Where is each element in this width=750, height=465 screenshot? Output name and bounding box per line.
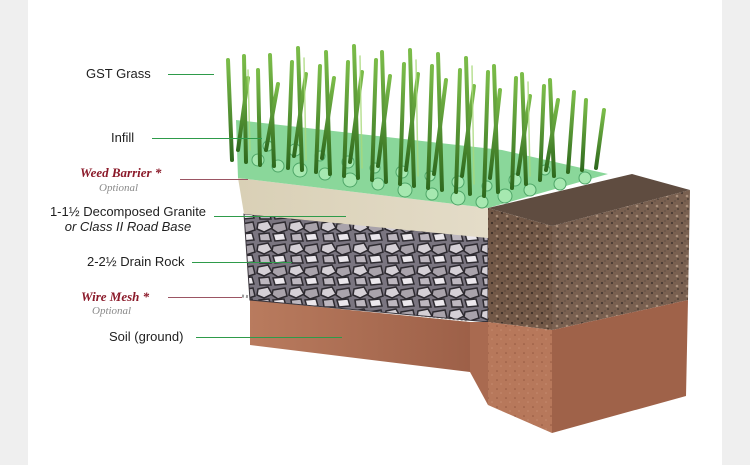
soil-leader-line — [196, 337, 342, 338]
label-soil: Soil (ground) — [109, 329, 183, 345]
soil-block-front — [488, 322, 552, 433]
label-weed-barrier-optional: Optional — [99, 182, 138, 194]
label-granite-line2: or Class II Road Base — [48, 219, 208, 235]
grass-leader-line — [168, 74, 214, 75]
soil-front-extension — [470, 322, 488, 405]
label-wire-mesh: Wire Mesh * — [81, 289, 149, 305]
label-weed-barrier: Weed Barrier * — [80, 165, 161, 181]
label-infill: Infill — [111, 130, 134, 146]
weed-barrier-leader-line — [180, 179, 248, 180]
label-drain-rock: 2-2½ Drain Rock — [87, 254, 185, 270]
label-wire-mesh-optional: Optional — [92, 305, 131, 317]
label-granite-line1: 1-1½ Decomposed Granite — [48, 204, 208, 220]
drain-rock-leader-line — [192, 262, 292, 263]
wire-mesh-leader-line — [168, 297, 242, 298]
granite-leader-line — [214, 216, 346, 217]
label-gst-grass: GST Grass — [86, 66, 151, 82]
dirt-block-front — [488, 208, 552, 330]
infill-leader-line — [152, 138, 262, 139]
